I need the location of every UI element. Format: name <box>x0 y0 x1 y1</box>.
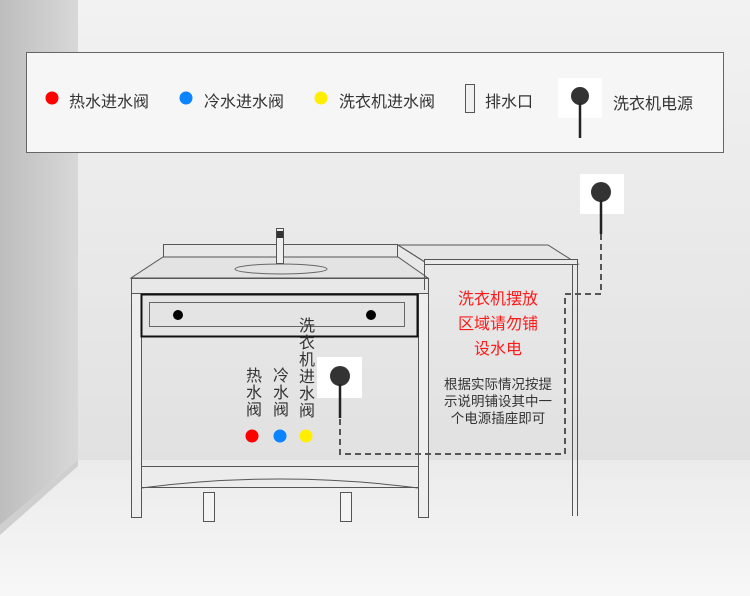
wall-socket-icon <box>591 182 611 234</box>
cabinet-socket-icon <box>330 366 350 418</box>
warning-line: 区域请勿铺 <box>457 314 538 333</box>
note-line: 示说明铺设其中一 <box>444 394 552 410</box>
label-washer-valve: 洗衣机进水阀 <box>296 317 315 419</box>
warning-line: 设水电 <box>473 339 522 358</box>
warning-line: 洗衣机摆放 <box>457 289 538 308</box>
washer-area-warning: 洗衣机摆放 区域请勿铺 设水电 <box>438 286 558 361</box>
faucet <box>276 228 284 264</box>
drain-hole-icon <box>366 310 376 320</box>
drain-icon <box>465 84 475 113</box>
floor <box>0 460 750 596</box>
legend-washer: 洗衣机进水阀 <box>339 92 436 111</box>
power-cable-route <box>339 234 602 455</box>
hot-dot-icon <box>45 91 59 105</box>
socket-icon <box>571 87 589 138</box>
legend-power: 洗衣机电源 <box>613 94 694 113</box>
label-cold-valve: 冷水阀 <box>270 367 289 418</box>
legend-cold: 冷水进水阀 <box>204 92 285 111</box>
legend-hot: 热水进水阀 <box>69 92 150 111</box>
drain-hole-icon <box>173 310 183 320</box>
hot-valve-dot <box>245 429 259 443</box>
label-hot-valve: 热水阀 <box>243 367 262 418</box>
note-line: 个电源插座即可 <box>450 411 546 427</box>
washer-valve-dot <box>299 429 313 443</box>
legend-box <box>26 52 724 153</box>
note-line: 根据实际情况按提 <box>444 377 552 393</box>
cold-dot-icon <box>179 91 193 105</box>
washer-dot-icon <box>314 91 328 105</box>
install-note: 根据实际情况按提 示说明铺设其中一 个电源插座即可 <box>433 377 563 428</box>
cold-valve-dot <box>273 429 287 443</box>
legend-drain: 排水口 <box>485 92 534 111</box>
